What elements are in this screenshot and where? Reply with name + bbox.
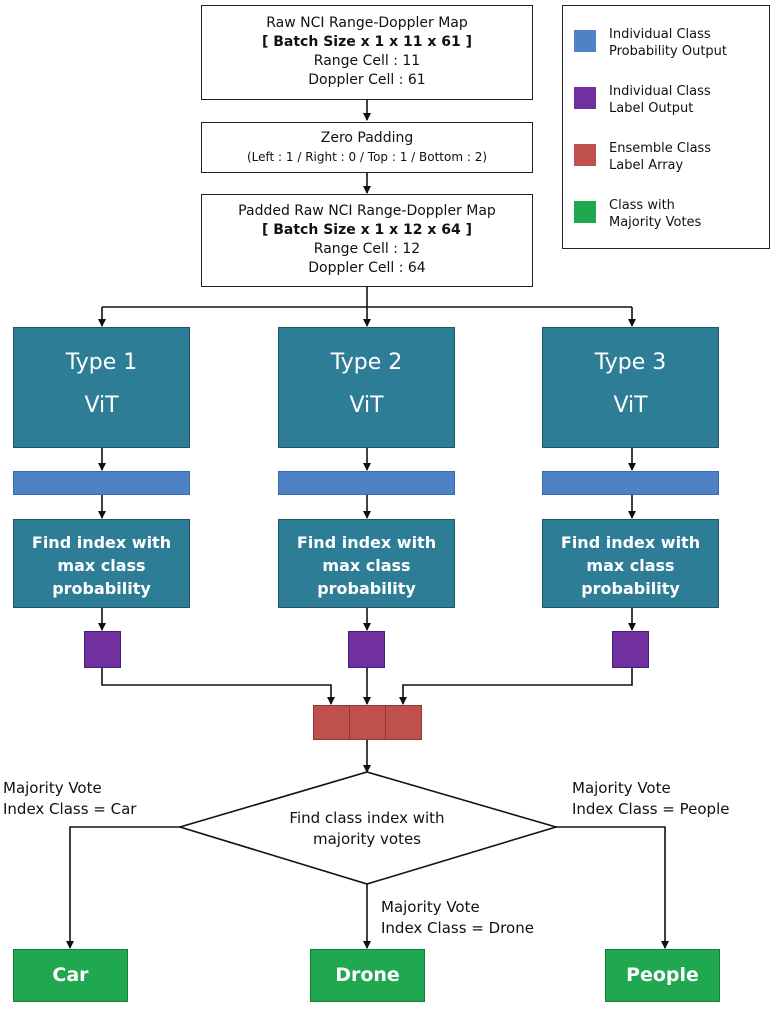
probability-output-3 xyxy=(542,471,719,495)
legend-swatch-majority xyxy=(574,201,596,223)
probability-output-1 xyxy=(13,471,190,495)
vit-type1-name: ViT xyxy=(84,393,119,418)
ensemble-cell-3 xyxy=(385,705,422,740)
legend-item-probability: Individual Class Probability Output xyxy=(609,27,728,59)
legend-item-ensemble: Ensemble Class Label Array xyxy=(609,141,712,173)
zero-padding-details: (Left : 1 / Right : 0 / Top : 1 / Bottom… xyxy=(246,150,488,164)
vit-type2-name: ViT xyxy=(349,393,384,418)
ensemble-cell-2 xyxy=(349,705,386,740)
legend: Individual Class Probability Output Indi… xyxy=(562,5,770,249)
padded-input-shape: [ Batch Size x 1 x 12 x 64 ] xyxy=(261,222,473,238)
branch-label-drone: Majority Vote Index Class = Drone xyxy=(381,898,534,937)
legend-swatch-label xyxy=(574,87,596,109)
raw-input-shape: [ Batch Size x 1 x 11 x 61 ] xyxy=(261,34,473,50)
output-people: People xyxy=(605,949,720,1002)
padded-input-range: Range Cell : 12 xyxy=(313,241,421,257)
output-car: Car xyxy=(13,949,128,1002)
probability-output-2 xyxy=(278,471,455,495)
raw-input-title: Raw NCI Range-Doppler Map xyxy=(266,15,468,31)
raw-input-box: Raw NCI Range-Doppler Map [ Batch Size x… xyxy=(201,5,533,100)
vit-type2-box: Type 2 ViT xyxy=(278,327,455,448)
branch-label-people: Majority Vote Index Class = People xyxy=(572,779,730,818)
legend-swatch-probability xyxy=(574,30,596,52)
label-output-2 xyxy=(348,631,385,668)
find-index-box-3: Find index with max class probability xyxy=(542,519,719,608)
decision-diamond xyxy=(177,771,559,885)
legend-item-majority: Class with Majority Votes xyxy=(609,198,702,230)
legend-item-label: Individual Class Label Output xyxy=(609,84,711,116)
padded-input-doppler: Doppler Cell : 64 xyxy=(308,260,426,276)
vit-type3-label: Type 3 xyxy=(594,350,667,375)
find-index-box-1: Find index with max class probability xyxy=(13,519,190,608)
vit-type1-label: Type 1 xyxy=(65,350,138,375)
raw-input-range: Range Cell : 11 xyxy=(313,53,421,69)
vit-type3-box: Type 3 ViT xyxy=(542,327,719,448)
legend-swatch-ensemble xyxy=(574,144,596,166)
vit-type1-box: Type 1 ViT xyxy=(13,327,190,448)
zero-padding-box: Zero Padding (Left : 1 / Right : 0 / Top… xyxy=(201,122,533,173)
padded-input-title: Padded Raw NCI Range-Doppler Map xyxy=(238,203,496,219)
label-output-3 xyxy=(612,631,649,668)
raw-input-doppler: Doppler Cell : 61 xyxy=(308,72,426,88)
vit-type3-name: ViT xyxy=(613,393,648,418)
zero-padding-title: Zero Padding xyxy=(320,130,414,146)
decision-text: Find class index with majority votes xyxy=(289,809,445,848)
branch-label-car: Majority Vote Index Class = Car xyxy=(3,779,137,818)
padded-input-box: Padded Raw NCI Range-Doppler Map [ Batch… xyxy=(201,194,533,287)
label-output-1 xyxy=(84,631,121,668)
output-drone: Drone xyxy=(310,949,425,1002)
ensemble-cell-1 xyxy=(313,705,350,740)
vit-type2-label: Type 2 xyxy=(330,350,403,375)
find-index-box-2: Find index with max class probability xyxy=(278,519,455,608)
